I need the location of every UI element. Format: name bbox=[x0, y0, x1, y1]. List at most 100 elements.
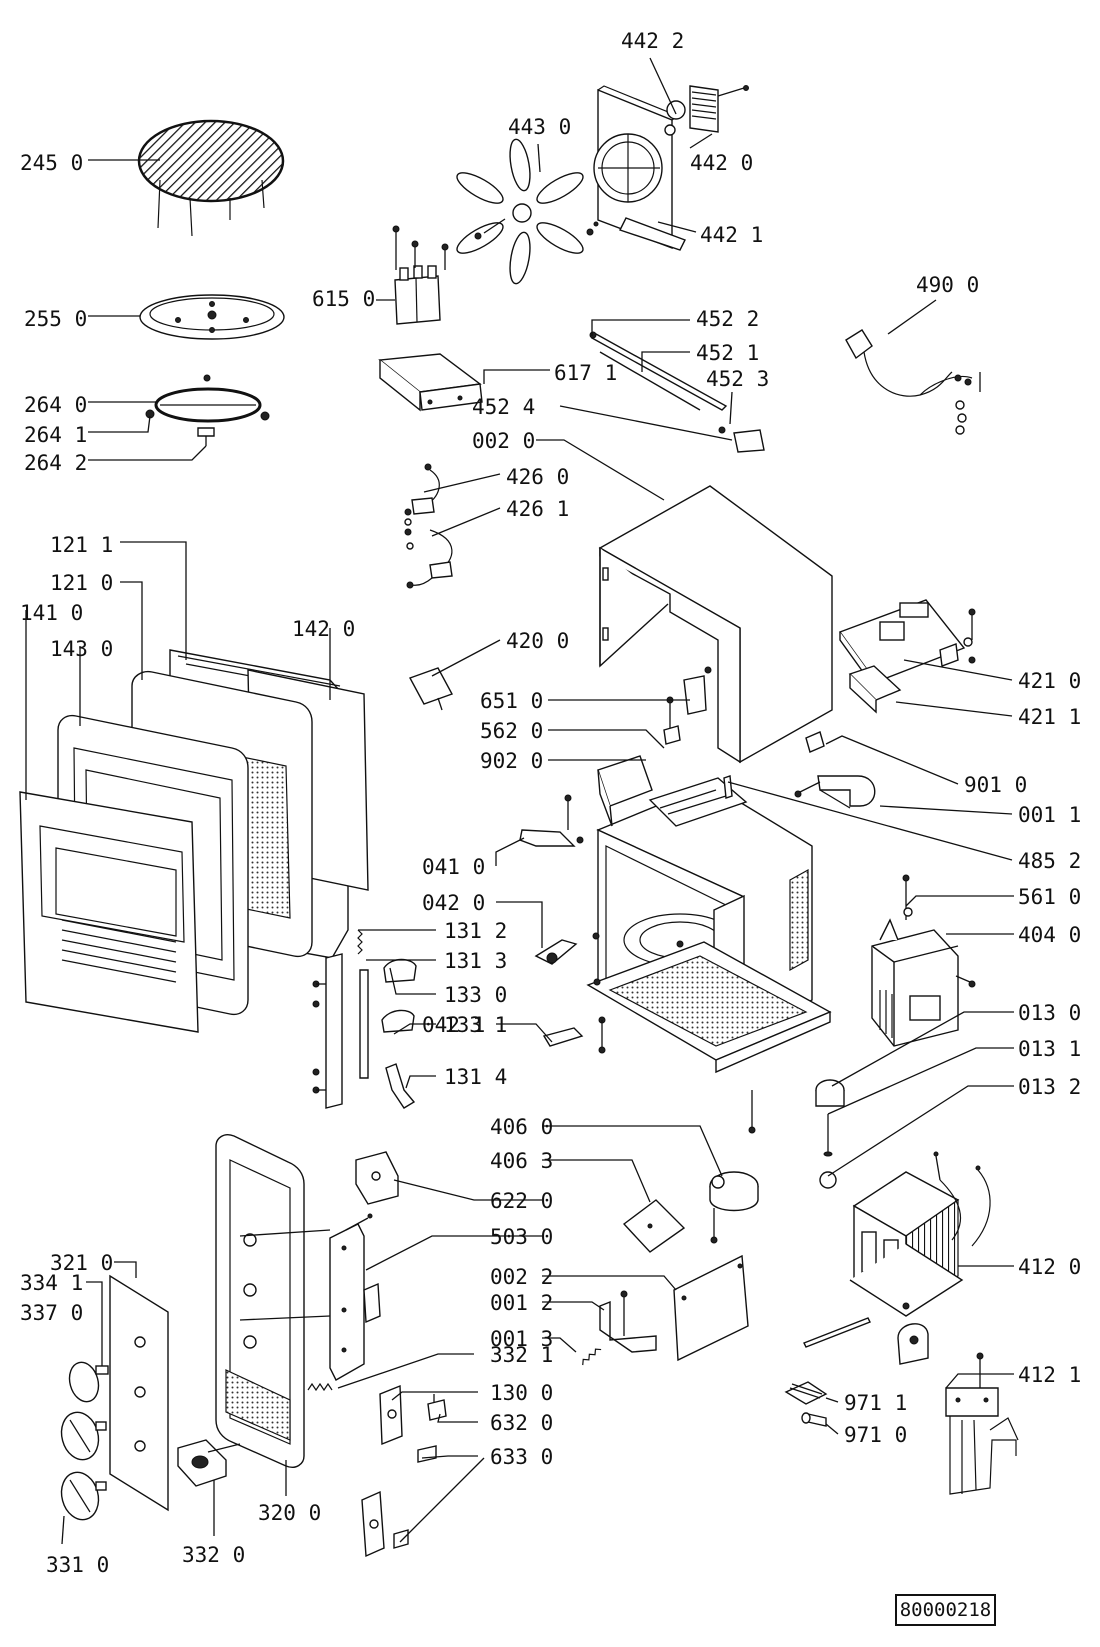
part-label: 042 0 bbox=[422, 891, 485, 915]
latch-spring-part bbox=[357, 929, 363, 955]
fuse-part bbox=[801, 1412, 827, 1427]
transformer-part bbox=[849, 1151, 991, 1317]
part-label: 452 1 bbox=[696, 341, 759, 365]
fan-bracket-part bbox=[794, 775, 876, 809]
part-label: 421 1 bbox=[1018, 705, 1081, 729]
lamp-holder-part bbox=[666, 666, 712, 730]
part-label: 615 0 bbox=[312, 287, 375, 311]
part-label: 426 0 bbox=[506, 465, 569, 489]
part-label: 255 0 bbox=[24, 307, 87, 331]
part-label: 121 0 bbox=[50, 571, 113, 595]
part-label: 002 2 bbox=[490, 1265, 553, 1289]
part-label: 426 1 bbox=[506, 497, 569, 521]
part-label: 013 1 bbox=[1018, 1037, 1081, 1061]
microswitch-part bbox=[427, 1394, 447, 1421]
hv-diode-part bbox=[408, 667, 454, 711]
motor-cover-part bbox=[622, 1199, 686, 1253]
latch-arm-part bbox=[385, 1063, 416, 1109]
part-label: 452 2 bbox=[696, 307, 759, 331]
part-label: 337 0 bbox=[20, 1301, 83, 1325]
waveguide-part bbox=[597, 755, 653, 827]
part-label: 490 0 bbox=[916, 273, 979, 297]
door-button-part bbox=[177, 1439, 241, 1487]
part-label: 334 1 bbox=[20, 1271, 83, 1295]
part-label: 442 1 bbox=[700, 223, 763, 247]
thermal-fuse-wires-part bbox=[404, 463, 453, 589]
part-label: 331 0 bbox=[46, 1553, 109, 1577]
roller-ring-part bbox=[145, 374, 270, 446]
part-label: 503 0 bbox=[490, 1225, 553, 1249]
board-bracket-part bbox=[848, 665, 902, 714]
leader-lines bbox=[25, 57, 1014, 1545]
part-label: 245 0 bbox=[20, 151, 83, 175]
part-label: 442 0 bbox=[690, 151, 753, 175]
wire-spring-part bbox=[307, 1382, 333, 1392]
turntable-motor-part bbox=[709, 1171, 759, 1244]
selector-switch-part bbox=[239, 1213, 381, 1381]
part-label: 321 0 bbox=[50, 1251, 113, 1275]
part-label: 633 0 bbox=[490, 1445, 553, 1469]
part-label: 131 2 bbox=[444, 919, 507, 943]
latch-hook-part bbox=[312, 953, 343, 1109]
probe-part bbox=[589, 331, 765, 453]
part-label: 133 1 bbox=[444, 1013, 507, 1037]
part-label: 902 0 bbox=[480, 749, 543, 773]
power-knob-part bbox=[60, 1411, 107, 1461]
spring-part bbox=[582, 1348, 602, 1366]
timer-switch-part bbox=[355, 1151, 399, 1205]
reference-code-box: 80000218 bbox=[895, 1594, 996, 1626]
lower-hinge-part bbox=[534, 932, 600, 965]
part-label: 617 1 bbox=[554, 361, 617, 385]
function-knob-part bbox=[60, 1471, 107, 1521]
part-label: 141 0 bbox=[20, 601, 83, 625]
part-label: 143 0 bbox=[50, 637, 113, 661]
part-label: 001 1 bbox=[1018, 803, 1081, 827]
part-label: 971 1 bbox=[844, 1391, 907, 1415]
fan-housing-part bbox=[586, 85, 686, 251]
part-label: 013 2 bbox=[1018, 1075, 1081, 1099]
part-label: 264 1 bbox=[24, 423, 87, 447]
part-label: 421 0 bbox=[1018, 669, 1081, 693]
part-label: 485 2 bbox=[1018, 849, 1081, 873]
capacitor-part bbox=[392, 225, 449, 325]
part-label: 042 1 bbox=[422, 1013, 485, 1037]
part-label: 130 0 bbox=[490, 1381, 553, 1405]
door-switch-part bbox=[379, 1384, 403, 1446]
part-label: 412 1 bbox=[1018, 1363, 1081, 1387]
part-label: 561 0 bbox=[1018, 885, 1081, 909]
hinge-plate-part bbox=[542, 1027, 584, 1047]
relay-part bbox=[805, 731, 825, 753]
part-label: 406 0 bbox=[490, 1115, 553, 1139]
magnetron-part bbox=[871, 874, 976, 1047]
part-label: 001 3 bbox=[490, 1327, 553, 1351]
turntable-plate-part bbox=[139, 294, 285, 340]
latch-lever-part bbox=[383, 958, 417, 983]
part-label: 013 0 bbox=[1018, 1001, 1081, 1025]
control-panel-overlay-part bbox=[109, 1274, 169, 1512]
fuse-clip-part bbox=[784, 1381, 828, 1405]
part-label: 002 0 bbox=[472, 429, 535, 453]
switch-actuator-part bbox=[361, 1445, 437, 1558]
part-label: 320 0 bbox=[258, 1501, 321, 1525]
switch-bracket-part bbox=[599, 1290, 657, 1353]
part-label: 121 1 bbox=[50, 533, 113, 557]
fan-motor-part bbox=[664, 85, 749, 136]
power-cord-part bbox=[845, 329, 981, 435]
control-panel-frame-part bbox=[215, 1134, 305, 1468]
capacitor-bracket-part bbox=[378, 353, 483, 412]
part-label: 651 0 bbox=[480, 689, 543, 713]
part-label: 442 2 bbox=[621, 29, 684, 53]
part-label: 971 0 bbox=[844, 1423, 907, 1447]
wire-harness-part bbox=[945, 1352, 1019, 1495]
latch-lever-alt-part bbox=[381, 1009, 415, 1033]
part-label: 406 3 bbox=[490, 1149, 553, 1173]
part-label: 133 0 bbox=[444, 983, 507, 1007]
part-label: 131 3 bbox=[444, 949, 507, 973]
fan-blade-part bbox=[456, 138, 584, 285]
cover-plate-part bbox=[673, 1254, 749, 1362]
fuse-holder-part bbox=[663, 725, 681, 745]
part-label: 264 2 bbox=[24, 451, 87, 475]
door-choke-part bbox=[19, 791, 199, 1033]
foot-part bbox=[815, 1079, 845, 1189]
